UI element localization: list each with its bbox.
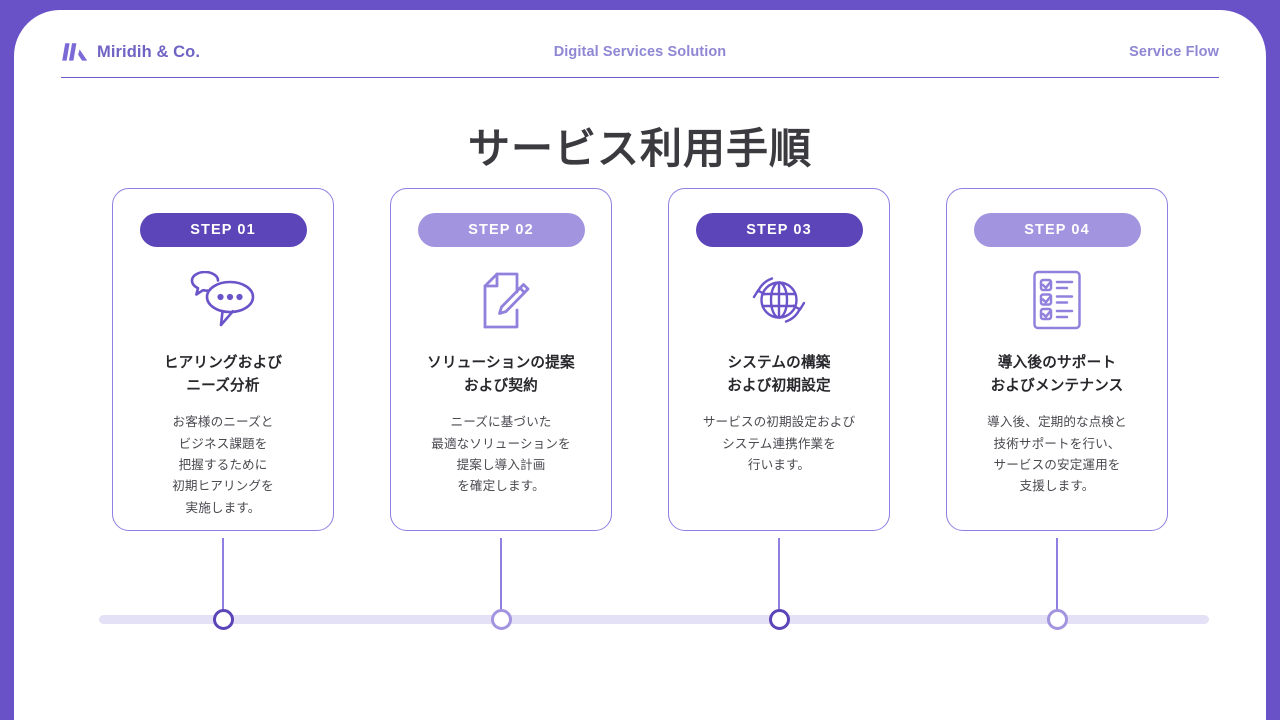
timeline-connector-4 (1056, 538, 1058, 610)
step-badge-1: STEP 01 (139, 213, 307, 247)
step-title-1: ヒアリングおよび ニーズ分析 (163, 354, 283, 395)
page-title: サービス利用手順 (467, 124, 812, 173)
step-body-3: サービスの初期設定および システム連携作業を 行います。 (702, 414, 856, 472)
step-card-2[interactable]: STEP 02 ソリューションの提案 および契約 ニーズに基づいた 最適なソリュ… (390, 188, 612, 531)
step-badge-3: STEP 03 (695, 213, 863, 247)
brand-lockup: Miridih & Co. (61, 28, 200, 76)
step-body-4: 導入後、定期的な点検と 技術サポートを行い、 サービスの安定運用を 支援します。 (987, 414, 1127, 494)
timeline-node-2[interactable] (490, 609, 512, 630)
header-center-label: Digital Services Solution (553, 44, 727, 60)
step-badge-4: STEP 04 (973, 213, 1141, 247)
timeline-track (99, 615, 1209, 624)
checklist-icon (1021, 269, 1093, 331)
document-pencil-icon (465, 269, 537, 331)
step-body-1: お客様のニーズと ビジネス課題を 把握するために 初期ヒアリングを 実施します。 (172, 414, 274, 515)
step-badge-2: STEP 02 (417, 213, 585, 247)
timeline-connector-3 (778, 538, 780, 610)
step-card-4[interactable]: STEP 04 導入後のサポート およびメンテナンス 導入後、定期的な点検と 技… (946, 188, 1168, 531)
timeline-node-1[interactable] (212, 609, 234, 630)
speech-bubbles-icon (187, 269, 259, 331)
timeline-connector-2 (500, 538, 502, 610)
step-title-2: ソリューションの提案 および契約 (427, 354, 575, 395)
brand-name: Miridih & Co. (97, 42, 201, 61)
slide-header: Miridih & Co. Digital Services Solution … (61, 28, 1219, 78)
timeline-connector-1 (222, 538, 224, 610)
timeline-node-4[interactable] (1046, 609, 1068, 630)
step-title-3: システムの構築 および初期設定 (727, 354, 831, 395)
globe-sync-icon (743, 269, 815, 331)
miridih-logo-icon (62, 43, 88, 61)
step-card-3[interactable]: STEP 03 システムの構築 および初期設定 サービスの初期設定および システ… (668, 188, 890, 531)
step-card-1[interactable]: STEP 01 ヒアリングおよび ニーズ分析 お客様のニーズと ビジネス課題を … (112, 188, 334, 531)
steps-row: STEP 01 ヒアリングおよび ニーズ分析 お客様のニーズと ビジネス課題を … (112, 188, 1168, 533)
step-title-4: 導入後のサポート およびメンテナンス (990, 354, 1124, 395)
timeline-node-3[interactable] (768, 609, 790, 630)
slide-canvas: Miridih & Co. Digital Services Solution … (14, 10, 1266, 720)
header-right-label: Service Flow (1129, 44, 1219, 60)
step-body-2: ニーズに基づいた 最適なソリューションを 提案し導入計画 を確定します。 (431, 414, 571, 494)
